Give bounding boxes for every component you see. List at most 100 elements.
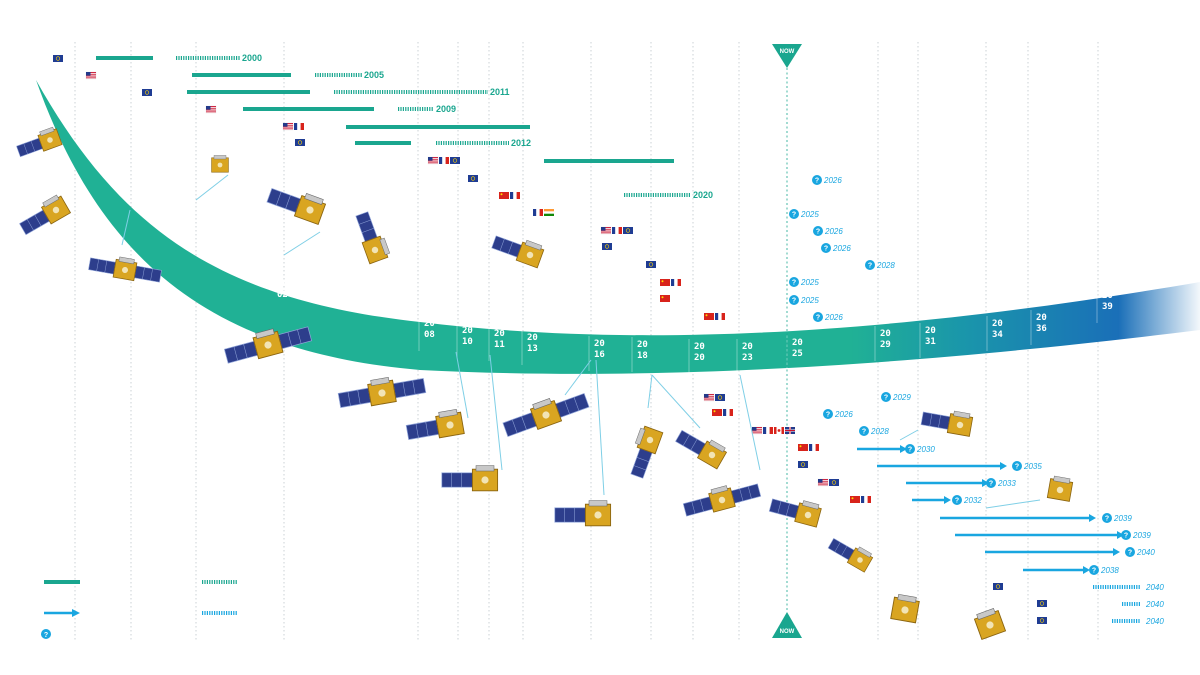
svg-text:20: 20 bbox=[742, 342, 753, 352]
satellite-icon bbox=[675, 429, 728, 470]
satellite-illustrations bbox=[16, 126, 1074, 641]
flag-us bbox=[817, 478, 829, 487]
svg-text:20: 20 bbox=[925, 326, 936, 336]
satellite-icon bbox=[920, 410, 974, 437]
unknown-date-2032: ?2032 bbox=[952, 495, 982, 505]
svg-text:2028: 2028 bbox=[876, 261, 895, 270]
svg-text:?: ? bbox=[908, 447, 912, 454]
svg-text:2025: 2025 bbox=[800, 296, 819, 305]
svg-text:20: 20 bbox=[1036, 313, 1047, 323]
connector-line bbox=[564, 359, 592, 396]
past-mission-bars bbox=[96, 56, 691, 197]
unknown-date-2026: ?2026 bbox=[812, 175, 842, 185]
svg-text:23: 23 bbox=[742, 353, 753, 363]
svg-text:20: 20 bbox=[1102, 291, 1113, 301]
svg-text:13: 13 bbox=[527, 344, 538, 354]
flag-fr bbox=[533, 209, 543, 216]
svg-text:?: ? bbox=[1124, 533, 1128, 540]
svg-text:20: 20 bbox=[792, 338, 803, 348]
connector-line bbox=[595, 359, 605, 496]
svg-text:11: 11 bbox=[494, 340, 505, 350]
flag-fr bbox=[671, 279, 681, 286]
flag-fr bbox=[763, 427, 773, 434]
connector-line bbox=[651, 374, 701, 429]
flag-ca bbox=[774, 427, 784, 434]
svg-text:08: 08 bbox=[424, 330, 435, 340]
now-marker-top: NOW bbox=[772, 44, 802, 68]
flag-eu bbox=[623, 227, 633, 234]
unknown-date-2026: ? 2026 bbox=[823, 409, 853, 419]
flag-fr bbox=[612, 227, 622, 234]
svg-text:2035: 2035 bbox=[1023, 462, 1042, 471]
satellite-icon bbox=[491, 235, 545, 269]
unknown-date-2033: ?2033 bbox=[986, 478, 1016, 488]
unknown-date-2026: ?2026 bbox=[813, 312, 843, 322]
satellite-icon bbox=[1046, 475, 1074, 502]
svg-text:20: 20 bbox=[694, 353, 705, 363]
agency-flags bbox=[53, 55, 1047, 624]
svg-text:?: ? bbox=[989, 481, 993, 488]
end-year-label: 2000 bbox=[242, 53, 262, 63]
flag-eu bbox=[295, 139, 305, 146]
flag-cn bbox=[499, 192, 509, 199]
svg-text:20: 20 bbox=[992, 319, 1003, 329]
now-label-top: NOW bbox=[780, 49, 795, 55]
satellite-icon bbox=[405, 408, 465, 441]
svg-text:20: 20 bbox=[424, 319, 435, 329]
satellite-icon bbox=[890, 593, 920, 624]
svg-text:?: ? bbox=[1015, 464, 1019, 471]
flag-eu bbox=[993, 583, 1003, 590]
satellite-icon bbox=[19, 194, 72, 236]
unknown-date-2026: ?2026 bbox=[813, 226, 843, 236]
unknown-date-2029: ?2029 bbox=[881, 392, 911, 402]
flag-fr bbox=[510, 192, 520, 199]
flag-cn bbox=[704, 313, 714, 320]
flag-us bbox=[282, 122, 294, 131]
svg-text:?: ? bbox=[792, 212, 796, 219]
satellite-icon bbox=[88, 256, 162, 283]
svg-text:2026: 2026 bbox=[824, 313, 843, 322]
svg-text:?: ? bbox=[826, 412, 830, 419]
connector-line bbox=[455, 351, 469, 419]
satellite-icon bbox=[502, 392, 590, 438]
unknown-date-2030: ?2030 bbox=[905, 444, 935, 454]
flag-eu bbox=[142, 89, 152, 96]
connector-line bbox=[283, 231, 321, 256]
svg-text:2026: 2026 bbox=[823, 176, 842, 185]
unknown-date-2035: ? 2035 bbox=[1012, 461, 1042, 471]
unknown-date-2028: ?2028 bbox=[865, 260, 895, 270]
svg-text:?: ? bbox=[862, 429, 866, 436]
flag-eu bbox=[1037, 617, 1047, 624]
satellite-icon bbox=[554, 500, 612, 527]
svg-text:2029: 2029 bbox=[892, 393, 911, 402]
svg-text:2038: 2038 bbox=[1100, 566, 1119, 575]
svg-text:?: ? bbox=[955, 498, 959, 505]
connector-line bbox=[489, 354, 503, 471]
svg-text:2028: 2028 bbox=[870, 427, 889, 436]
svg-text:2040: 2040 bbox=[1136, 548, 1155, 557]
svg-text:20: 20 bbox=[694, 342, 705, 352]
svg-text:2039: 2039 bbox=[1113, 514, 1132, 523]
unknown-date-2028: ? 2028 bbox=[859, 426, 889, 436]
flag-cn bbox=[660, 279, 670, 286]
flag-us bbox=[205, 105, 217, 114]
svg-text:20: 20 bbox=[594, 339, 605, 349]
end-year-label: 2011 bbox=[490, 87, 510, 97]
satellite-icon bbox=[355, 211, 391, 265]
svg-text:39: 39 bbox=[1102, 302, 1113, 312]
svg-text:?: ? bbox=[1092, 568, 1096, 575]
svg-text:34: 34 bbox=[992, 330, 1003, 340]
flag-uk bbox=[785, 427, 795, 434]
svg-text:2026: 2026 bbox=[834, 410, 853, 419]
svg-text:?: ? bbox=[44, 632, 48, 639]
